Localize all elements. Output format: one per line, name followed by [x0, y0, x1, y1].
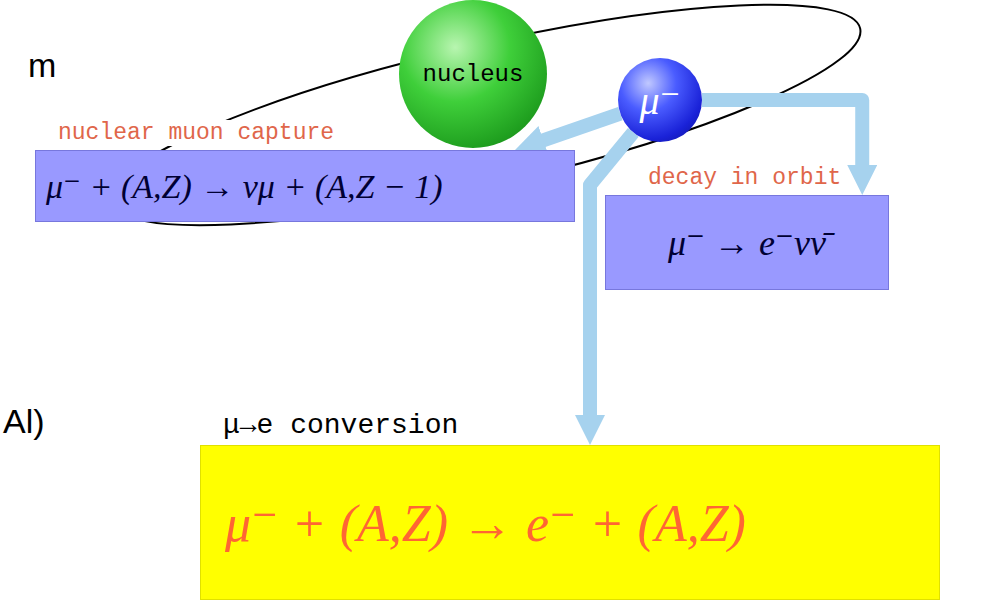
label-holder: m	[28, 46, 56, 85]
nucleus-sphere: nucleus	[399, 0, 547, 148]
muon-symbol: μ⁻	[639, 77, 680, 124]
box-heading: μ→e conversion	[220, 410, 461, 441]
box-heading: nuclear muon capture	[55, 120, 337, 146]
slide-fragment: Al)	[3, 402, 45, 440]
nucleus-label: nucleus	[423, 61, 524, 88]
formula-box: μ⁻ + (A,Z) → νμ + (A,Z − 1)	[35, 150, 575, 222]
decay-box: decay in orbit μ⁻ → e⁻νν̄	[605, 165, 889, 290]
capture-box: nuclear muon capture μ⁻ + (A,Z) → νμ + (A…	[35, 120, 575, 222]
conversion-box: μ→e conversion μ⁻ + (A,Z) → e⁻ + (A,Z)	[200, 410, 940, 600]
muon-sphere: μ⁻	[618, 58, 702, 142]
box-heading: decay in orbit	[645, 165, 844, 191]
arrow-connector	[530, 114, 620, 145]
formula-box: μ⁻ → e⁻νν̄	[605, 195, 889, 290]
slide-fragment: m	[28, 46, 56, 84]
label-holder: Al)	[3, 402, 45, 441]
formula-text: μ⁻ + (A,Z) → νμ + (A,Z − 1)	[46, 166, 443, 206]
formula-box: μ⁻ + (A,Z) → e⁻ + (A,Z)	[200, 445, 940, 600]
formula-text: μ⁻ + (A,Z) → e⁻ + (A,Z)	[225, 493, 746, 553]
formula-text: μ⁻ → e⁻νν̄	[668, 222, 826, 264]
